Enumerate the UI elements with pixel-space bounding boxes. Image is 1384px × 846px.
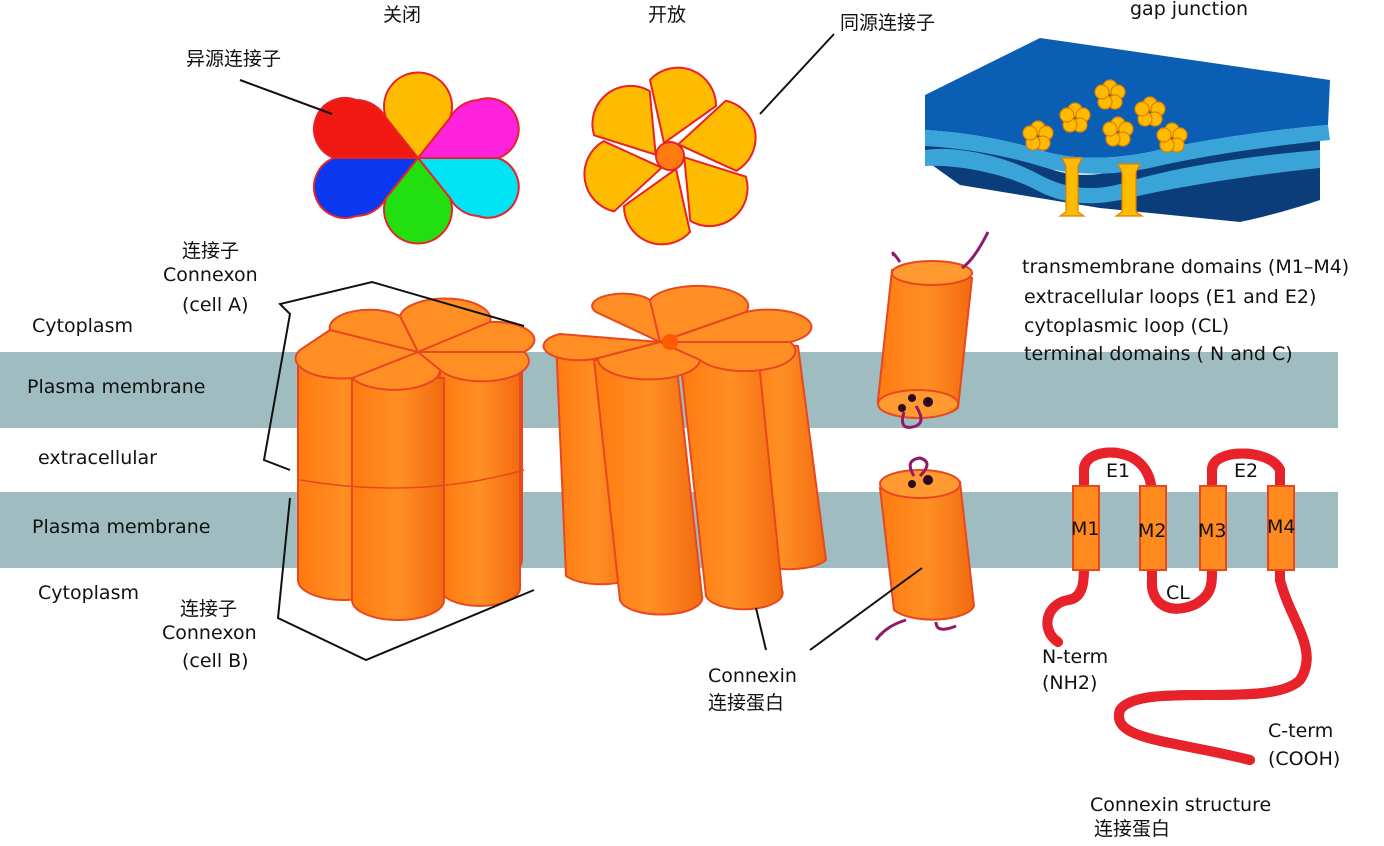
label-e2: E2 — [1234, 460, 1259, 482]
label-connexon-a-cell: (cell A) — [182, 294, 249, 316]
label-open: 开放 — [648, 4, 687, 26]
label-m3: M3 — [1198, 520, 1227, 542]
label-gap-junction: gap junction — [1130, 0, 1249, 20]
label-connexon-a-cn: 连接子 — [182, 240, 240, 262]
label-connexon-b-cn: 连接子 — [180, 598, 238, 620]
homomeric-connexon-flower — [583, 66, 757, 246]
label-plasma-membrane-top: Plasma membrane — [27, 376, 206, 398]
segment-m1 — [1072, 485, 1100, 571]
domain-line-4: terminal domains ( N and C) — [1024, 343, 1293, 365]
label-e1: E1 — [1106, 460, 1131, 482]
label-cterm: C-term — [1268, 720, 1334, 742]
gap-junction-illustration — [925, 38, 1330, 222]
label-connexon-b-en: Connexon — [162, 622, 257, 644]
label-cterm-cooh: (COOH) — [1268, 748, 1341, 770]
label-connexin-en: Connexin — [708, 665, 797, 687]
label-cl: CL — [1166, 582, 1190, 604]
label-m1: M1 — [1071, 518, 1100, 540]
label-heteromeric-connexon: 异源连接子 — [186, 48, 282, 70]
segment-m2 — [1139, 485, 1167, 571]
open-connexon-3d — [542, 284, 828, 616]
label-m2: M2 — [1138, 520, 1167, 542]
label-cytoplasm-top: Cytoplasm — [32, 315, 133, 337]
label-plasma-membrane-bottom: Plasma membrane — [32, 516, 211, 538]
segment-m4 — [1267, 485, 1295, 571]
closed-connexon-3d — [294, 297, 536, 621]
segment-m3 — [1199, 485, 1227, 571]
label-connexon-b-cell: (cell B) — [182, 650, 249, 672]
domain-line-2: extracellular loops (E1 and E2) — [1024, 286, 1317, 308]
caption-connexin-structure-cn: 连接蛋白 — [1094, 818, 1171, 840]
label-connexon-a-en: Connexon — [163, 264, 258, 286]
domain-line-3: cytoplasmic loop (CL) — [1024, 315, 1230, 337]
domain-line-1: transmembrane domains (M1–M4) — [1022, 256, 1350, 278]
heteromeric-connexon-flower — [312, 71, 520, 245]
caption-connexin-structure-en: Connexin structure — [1090, 794, 1272, 816]
label-closed: 关闭 — [383, 4, 422, 26]
label-nterm: N-term — [1042, 646, 1109, 668]
label-homomeric-connexon: 同源连接子 — [840, 12, 936, 34]
connexin-cylinder-top — [876, 231, 990, 429]
connexin-cylinder-bottom — [874, 456, 976, 641]
label-cytoplasm-bottom: Cytoplasm — [38, 582, 139, 604]
label-nterm-nh2: (NH2) — [1042, 672, 1098, 694]
label-connexin-cn: 连接蛋白 — [708, 692, 785, 714]
label-m4: M4 — [1267, 516, 1296, 538]
label-extracellular: extracellular — [38, 447, 157, 469]
